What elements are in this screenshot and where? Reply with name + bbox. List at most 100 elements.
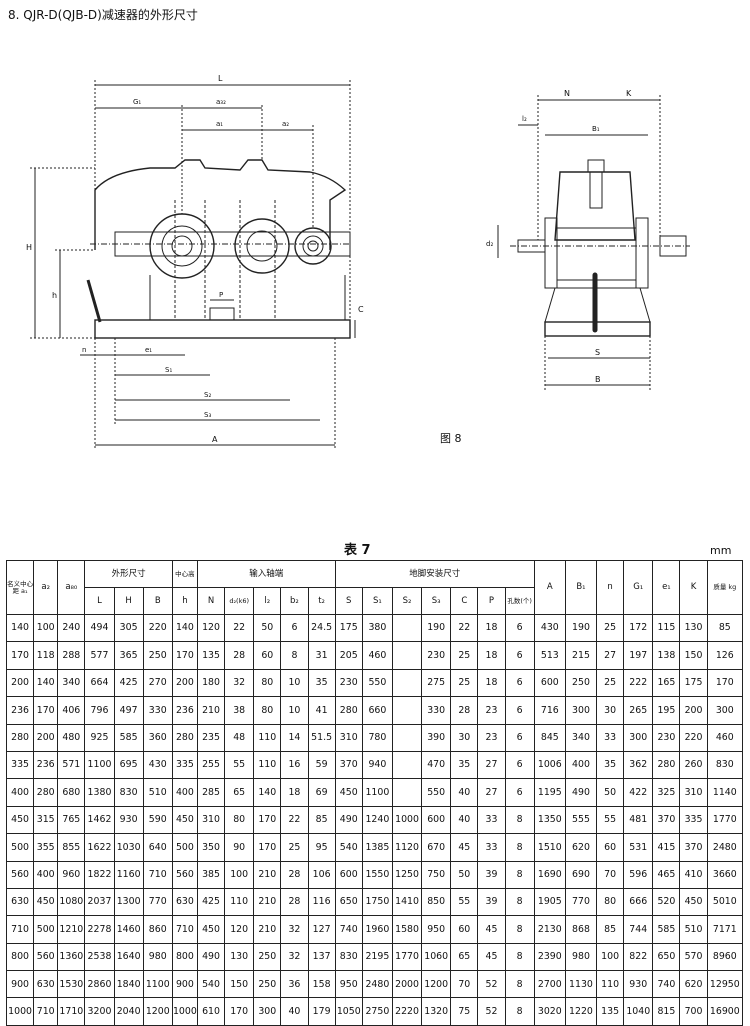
table-cell: 140 [33, 668, 59, 698]
table-cell: 65 [450, 942, 479, 972]
table-cell: 30 [596, 696, 625, 725]
table-cell: 630 [5, 887, 35, 917]
table-cell: 33 [477, 805, 506, 835]
table-cell: 220 [142, 613, 173, 643]
table-cell: 531 [623, 833, 654, 862]
header-S1: S₁ [361, 587, 393, 615]
table-cell: 460 [706, 723, 744, 752]
header-A: A [533, 560, 566, 615]
table-cell: 200 [33, 723, 59, 752]
header-C: C [450, 587, 479, 615]
table-cell: 1100 [142, 970, 173, 999]
table-cell: 222 [623, 668, 654, 698]
header-G1: G₁ [623, 560, 654, 615]
dim-label-S: S [595, 348, 600, 357]
table-cell: 52 [477, 970, 506, 999]
table-cell: 940 [361, 750, 393, 780]
table-cell: 30 [450, 723, 479, 752]
table-cell: 610 [196, 997, 226, 1026]
table-cell: 33 [596, 723, 625, 752]
table-cell: 2000 [391, 970, 423, 999]
table-cell: 630 [171, 887, 198, 917]
table-cell: 197 [623, 641, 654, 670]
table-cell: 1350 [533, 805, 566, 835]
table-cell: 780 [361, 723, 393, 752]
table-cell: 170 [224, 997, 255, 1026]
table-cell: 390 [421, 723, 452, 752]
page-title: 8. QJR-D(QJB-D)减速器的外形尺寸 [8, 8, 198, 22]
table-cell: 796 [84, 696, 115, 725]
header-S: S [334, 587, 363, 615]
table-cell: 70 [596, 860, 625, 889]
table-cell: 8960 [706, 942, 744, 972]
table-cell: 140 [5, 613, 35, 643]
table-cell: 3200 [84, 997, 115, 1026]
table-cell: 900 [5, 970, 35, 999]
table-cell: 1130 [564, 970, 598, 999]
table-cell: 620 [564, 833, 598, 862]
table-cell: 310 [196, 805, 226, 835]
table-cell: 135 [596, 997, 625, 1026]
table-cell: 716 [533, 696, 566, 725]
table-cell: 210 [253, 915, 282, 944]
table-cell: 500 [33, 915, 59, 944]
table-cell: 38 [224, 696, 255, 725]
table-cell: 1210 [57, 915, 86, 944]
table-cell: 950 [334, 970, 363, 999]
table-cell: 2278 [84, 915, 115, 944]
table-cell: 165 [652, 668, 681, 698]
table-cell: 8 [504, 805, 535, 835]
table-cell: 770 [564, 887, 598, 917]
table-cell: 55 [224, 750, 255, 780]
table-cell: 100 [224, 860, 255, 889]
table-cell: 138 [652, 641, 681, 670]
table-cell: 172 [623, 613, 654, 643]
table-cell: 1030 [113, 833, 144, 862]
table-cell [391, 723, 423, 752]
table-cell: 45 [450, 833, 479, 862]
table-cell: 660 [361, 696, 393, 725]
table-caption: 表 7 [344, 543, 371, 558]
dimensions-table: 名义中心距 a₁ a₂ a₈₀ 外形尺寸 中心高 输入轴端 地脚安装尺寸 A B… [5, 560, 744, 1026]
table-cell: 55 [450, 887, 479, 917]
table-cell: 126 [706, 641, 744, 670]
table-cell: 1080 [57, 887, 86, 917]
table-cell: 140 [171, 613, 198, 643]
dim-label-a1: a₁ [216, 120, 223, 128]
table-cell: 6 [504, 668, 535, 698]
table-cell: 190 [564, 613, 598, 643]
table-cell: 830 [706, 750, 744, 780]
table-cell: 1510 [533, 833, 566, 862]
dim-label-e1: e₁ [145, 346, 152, 354]
table-cell: 27 [477, 750, 506, 780]
table-cell: 12950 [706, 970, 744, 999]
table-cell: 513 [533, 641, 566, 670]
table-cell: 740 [334, 915, 363, 944]
table-cell: 137 [307, 942, 336, 972]
table-cell: 1905 [533, 887, 566, 917]
table-cell: 170 [706, 668, 744, 698]
table-cell: 1040 [623, 997, 654, 1026]
header-foot-mount: 地脚安装尺寸 [334, 560, 535, 588]
table-cell: 2860 [84, 970, 115, 999]
table-cell: 220 [679, 723, 708, 752]
table-cell: 1200 [421, 970, 452, 999]
table-cell: 27 [477, 778, 506, 807]
table-cell: 1580 [391, 915, 423, 944]
table-cell: 340 [57, 668, 86, 698]
table-cell: 600 [533, 668, 566, 698]
table-cell: 1770 [706, 805, 744, 835]
table-cell: 135 [196, 641, 226, 670]
table-cell: 2037 [84, 887, 115, 917]
table-cell: 118 [33, 641, 59, 670]
table-cell: 1640 [113, 942, 144, 972]
table-cell: 6 [504, 696, 535, 725]
table-cell: 1140 [706, 778, 744, 807]
table-cell: 70 [450, 970, 479, 999]
dim-label-a32: a₃₂ [216, 98, 226, 106]
table-cell: 540 [196, 970, 226, 999]
